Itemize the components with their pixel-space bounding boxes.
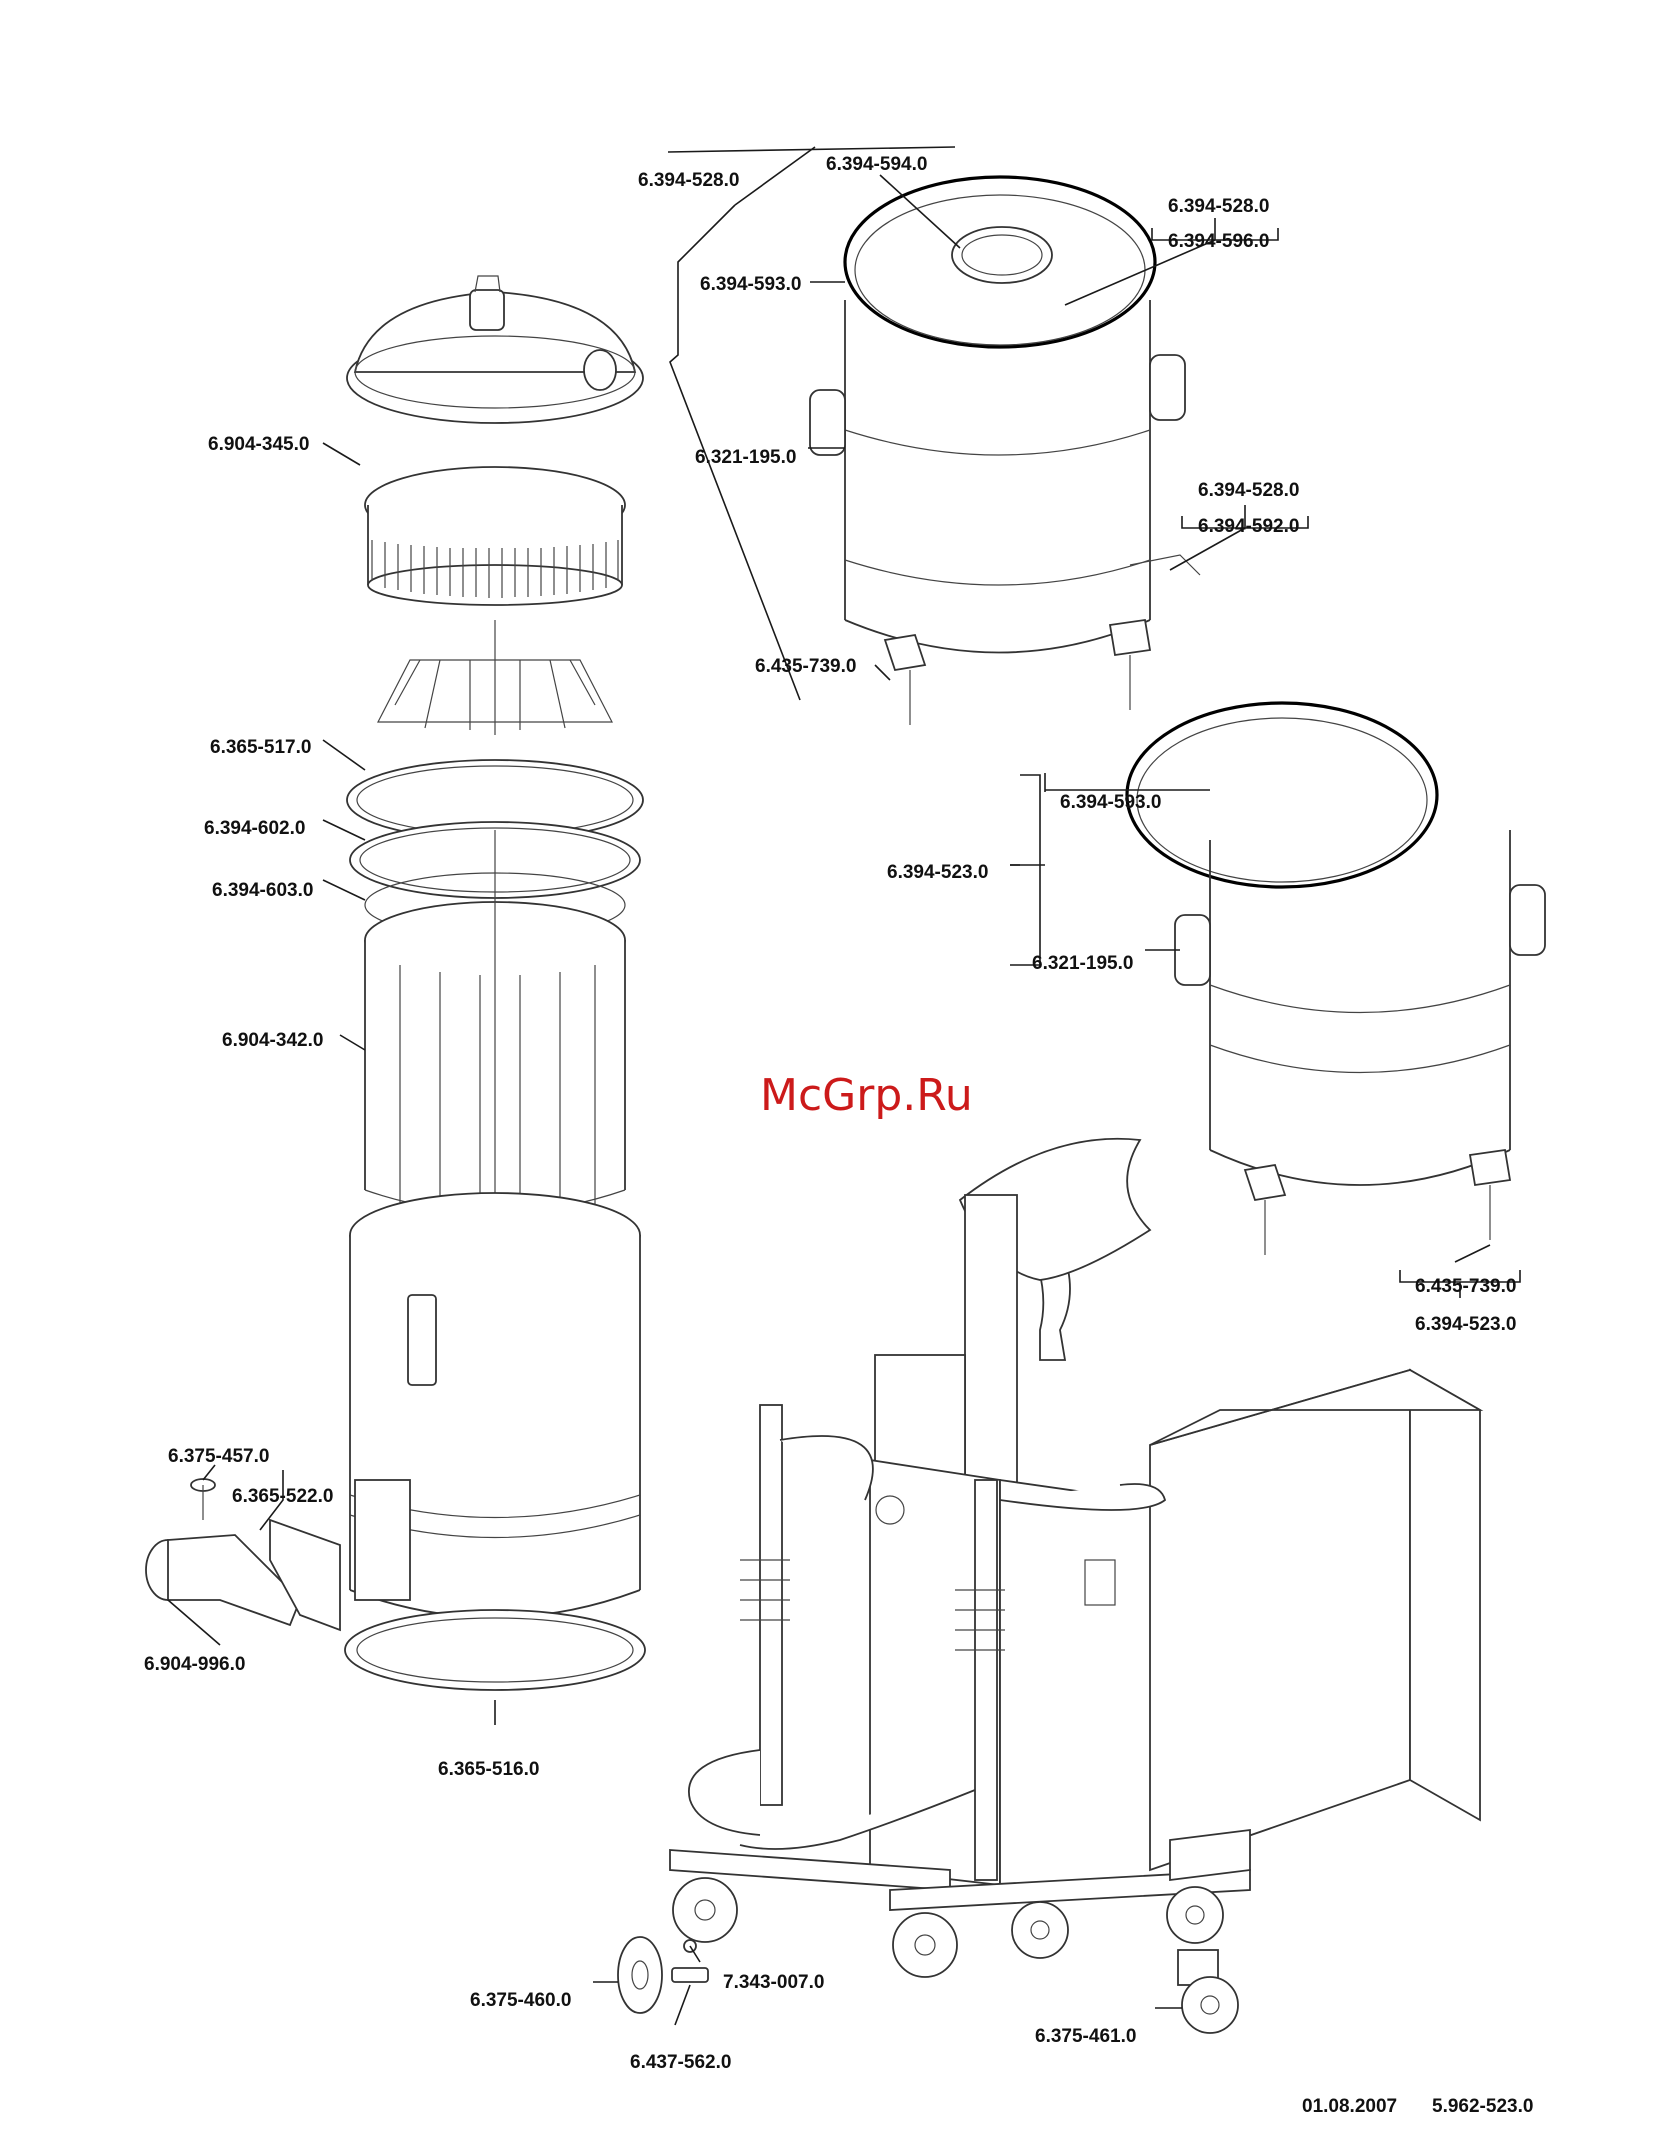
label-6-904-996-0: 6.904-996.0 xyxy=(144,1654,245,1675)
label-6-394-523-0-b: 6.394-523.0 xyxy=(1415,1314,1516,1335)
container-top-right xyxy=(809,175,1201,725)
chassis-wheels xyxy=(672,1877,1224,1978)
watermark: McGrp.Ru xyxy=(760,1070,973,1121)
label-6-394-602-0: 6.394-602.0 xyxy=(204,818,305,839)
label-6-394-528-0-c: 6.394-528.0 xyxy=(1198,480,1299,501)
label-6-394-528-0-a: 6.394-528.0 xyxy=(638,170,739,191)
footer-date: 01.08.2007 xyxy=(1302,2096,1397,2117)
label-6-394-592-0: 6.394-592.0 xyxy=(1198,516,1299,537)
label-6-435-739-0-b: 6.435-739.0 xyxy=(1415,1276,1516,1297)
bottom-ring xyxy=(344,1609,646,1691)
label-6-365-516-0: 6.365-516.0 xyxy=(438,1759,539,1780)
label-6-394-603-0: 6.394-603.0 xyxy=(212,880,313,901)
hose-inlet xyxy=(145,1478,341,1632)
label-6-365-522-0: 6.365-522.0 xyxy=(232,1486,333,1507)
filter-basket xyxy=(364,830,626,1290)
wheel-loose xyxy=(617,1936,709,2014)
label-6-394-528-0-b: 6.394-528.0 xyxy=(1168,196,1269,217)
label-6-437-562-0: 6.437-562.0 xyxy=(630,2052,731,2073)
container-mid-right xyxy=(1125,701,1546,1255)
basket-spreader xyxy=(377,620,613,735)
label-6-375-460-0: 6.375-460.0 xyxy=(470,1990,571,2011)
label-7-343-007-0: 7.343-007.0 xyxy=(723,1972,824,1993)
container-drum xyxy=(349,1192,641,1619)
label-6-394-596-0: 6.394-596.0 xyxy=(1168,231,1269,252)
label-6-904-345-0: 6.904-345.0 xyxy=(208,434,309,455)
label-6-321-195-0-b: 6.321-195.0 xyxy=(1032,953,1133,974)
filter-cassette xyxy=(364,466,626,606)
footer: 01.08.2007 5.962-523.0 xyxy=(1302,2096,1533,2117)
lid-assembly xyxy=(346,275,644,424)
label-6-375-457-0: 6.375-457.0 xyxy=(168,1446,269,1467)
callout-labels: 6.394-528.0 6.394-594.0 6.394-528.0 6.39… xyxy=(144,154,1516,2073)
label-6-904-342-0: 6.904-342.0 xyxy=(222,1030,323,1051)
label-6-394-523-0-a: 6.394-523.0 xyxy=(887,862,988,883)
label-6-394-594-0: 6.394-594.0 xyxy=(826,154,927,175)
label-6-375-461-0: 6.375-461.0 xyxy=(1035,2026,1136,2047)
leader-lines xyxy=(167,146,1521,2026)
footer-doc-number: 5.962-523.0 xyxy=(1432,2096,1533,2117)
label-6-365-517-0: 6.365-517.0 xyxy=(210,737,311,758)
label-6-394-593-0-b: 6.394-593.0 xyxy=(1060,792,1161,813)
chassis-frame xyxy=(669,1137,1484,1911)
label-6-435-739-0-a: 6.435-739.0 xyxy=(755,656,856,677)
label-6-394-593-0-a: 6.394-593.0 xyxy=(700,274,801,295)
caster-assembly xyxy=(1177,1949,1239,2034)
label-6-321-195-0-a: 6.321-195.0 xyxy=(695,447,796,468)
